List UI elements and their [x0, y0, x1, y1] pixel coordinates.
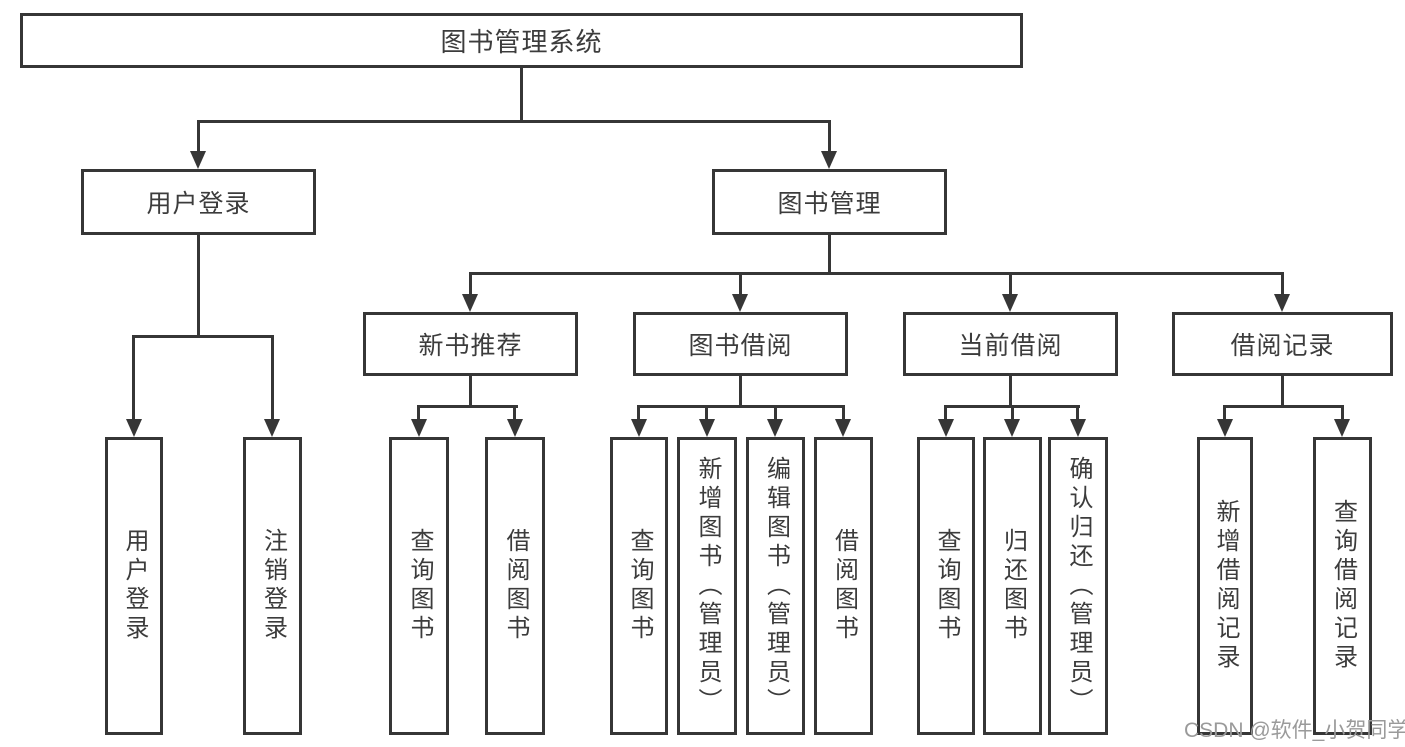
arrowhead-down-icon [462, 294, 478, 312]
connector-line [637, 405, 640, 419]
node-user-login: 用户登录 [81, 169, 316, 235]
leaf-add-books-admin: 新增图书（管理员） [677, 437, 737, 735]
arrowhead-down-icon [126, 419, 142, 437]
leaf-borrow-books-recommend: 借阅图书 [485, 437, 545, 735]
leaf-edit-books-admin: 编辑图书（管理员） [746, 437, 805, 735]
leaf-query-borrow-record: 查询借阅记录 [1313, 437, 1372, 735]
node-label: 查询借阅记录 [1329, 499, 1357, 673]
node-label: 新增借阅记录 [1212, 499, 1239, 673]
connector-line [1011, 405, 1014, 419]
node-borrowing-records: 借阅记录 [1172, 312, 1393, 376]
connector-line [1009, 272, 1012, 294]
arrowhead-down-icon [1004, 419, 1020, 437]
node-label: 编辑图书（管理员） [762, 455, 790, 717]
arrowhead-down-icon [1002, 294, 1018, 312]
connector-line [842, 405, 845, 419]
node-label: 新增图书（管理员） [694, 455, 721, 717]
arrowhead-down-icon [411, 419, 427, 437]
node-label: 图书管理系统 [440, 27, 603, 57]
leaf-query-books-borrowing: 查询图书 [610, 437, 668, 735]
arrowhead-down-icon [1217, 419, 1233, 437]
node-label: 注销登录 [259, 528, 287, 644]
connector-line [1009, 376, 1012, 405]
node-label: 查询图书 [626, 528, 653, 644]
connector-line [739, 272, 742, 294]
connector-line [520, 66, 523, 120]
csdn-watermark: CSDN @软件_小贺同学 [1184, 719, 1405, 742]
node-book-borrowing: 图书借阅 [633, 312, 848, 376]
node-label: 图书管理 [777, 190, 882, 218]
node-label: 借阅图书 [830, 528, 858, 644]
connector-line [197, 120, 831, 123]
node-book-management: 图书管理 [712, 169, 947, 235]
connector-line [1281, 272, 1284, 294]
leaf-logout: 注销登录 [243, 437, 302, 735]
arrowhead-down-icon [190, 151, 206, 169]
arrowhead-down-icon [699, 419, 715, 437]
arrowhead-down-icon [1070, 419, 1086, 437]
connector-line [417, 405, 518, 408]
connector-line [705, 405, 708, 419]
node-label: 查询图书 [933, 528, 960, 644]
connector-line [828, 120, 831, 151]
arrowhead-down-icon [835, 419, 851, 437]
node-label: 借阅记录 [1230, 332, 1335, 360]
node-label: 查询图书 [406, 528, 433, 644]
connector-line [637, 405, 845, 408]
node-library-system: 图书管理系统 [20, 13, 1023, 68]
arrowhead-down-icon [507, 419, 523, 437]
leaf-confirm-return-admin: 确认归还（管理员） [1048, 437, 1108, 735]
connector-line [513, 405, 516, 419]
arrowhead-down-icon [1274, 294, 1290, 312]
node-label: 图书借阅 [688, 332, 793, 360]
connector-line [1223, 405, 1344, 408]
connector-line [1223, 405, 1226, 419]
arrowhead-down-icon [264, 419, 280, 437]
connector-line [1341, 405, 1344, 419]
node-new-book-recommendation: 新书推荐 [363, 312, 578, 376]
connector-line [469, 272, 472, 294]
node-label: 借阅图书 [502, 528, 529, 644]
node-current-borrowing: 当前借阅 [903, 312, 1118, 376]
connector-line [774, 405, 777, 419]
node-label: 用户登录 [146, 190, 251, 218]
node-label: 当前借阅 [958, 332, 1063, 360]
connector-line [197, 234, 200, 335]
connector-line [469, 272, 1284, 275]
leaf-user-login: 用户登录 [105, 437, 163, 735]
arrowhead-down-icon [821, 151, 837, 169]
arrowhead-down-icon [1334, 419, 1350, 437]
connector-line [944, 405, 947, 419]
leaf-query-books-recommend: 查询图书 [389, 437, 449, 735]
arrowhead-down-icon [732, 294, 748, 312]
connector-line [271, 335, 274, 419]
connector-line [469, 376, 472, 405]
connector-line [828, 235, 831, 272]
node-label: 用户登录 [121, 528, 148, 644]
connector-line [417, 405, 420, 419]
connector-line [739, 376, 742, 405]
leaf-add-borrow-record: 新增借阅记录 [1197, 437, 1253, 735]
arrowhead-down-icon [631, 419, 647, 437]
leaf-query-books-current: 查询图书 [917, 437, 975, 735]
leaf-return-books: 归还图书 [983, 437, 1042, 735]
connector-line [1281, 376, 1284, 405]
leaf-borrow-books: 借阅图书 [814, 437, 873, 735]
node-label: 归还图书 [999, 528, 1027, 644]
node-label: 确认归还（管理员） [1065, 455, 1092, 717]
connector-line [1076, 405, 1079, 419]
connector-line [197, 120, 200, 151]
arrowhead-down-icon [938, 419, 954, 437]
connector-line [132, 335, 273, 338]
arrowhead-down-icon [767, 419, 783, 437]
node-label: 新书推荐 [418, 332, 523, 360]
connector-line [132, 335, 135, 419]
